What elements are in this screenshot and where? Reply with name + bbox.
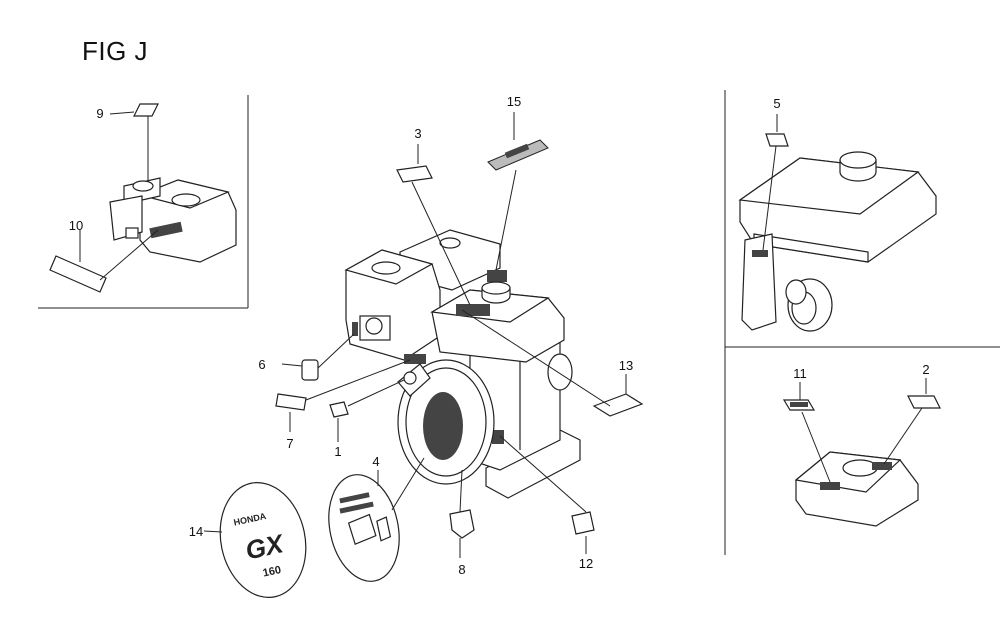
callout-11: 11 (793, 366, 807, 381)
callout-14: 14 (189, 524, 203, 539)
callout-3: 3 (414, 126, 421, 141)
emblem-4 (328, 474, 400, 582)
decal-9 (133, 103, 159, 117)
decal-5 (765, 133, 789, 147)
callout-labels: 9 10 15 3 5 6 13 11 2 7 1 4 14 8 12 (69, 94, 930, 577)
decal-12 (571, 511, 595, 535)
callout-6: 6 (258, 357, 265, 372)
inset-fuel-tank-right (738, 151, 937, 332)
callout-5: 5 (773, 96, 780, 111)
callout-2: 2 (922, 362, 929, 377)
callout-10: 10 (69, 218, 83, 233)
decal-2 (907, 395, 941, 409)
decal-1 (329, 401, 349, 418)
decal-7 (275, 393, 307, 411)
inset-fuel-tank (109, 177, 237, 263)
figure-title: FIG J (82, 36, 149, 66)
inset-tank-top (794, 451, 919, 527)
callout-15: 15 (507, 94, 521, 109)
decal-8 (449, 509, 475, 539)
engine-assembly (344, 229, 581, 499)
decal-6 (301, 359, 319, 381)
decal-13 (592, 393, 644, 417)
decal-15 (487, 139, 549, 171)
leader-lines-right-bottom (799, 378, 927, 483)
decal-3 (396, 165, 433, 183)
panel-frames (38, 90, 1000, 555)
callout-9: 9 (96, 106, 103, 121)
leader-lines-main (203, 112, 627, 558)
decal-11 (782, 399, 816, 411)
callout-4: 4 (372, 454, 379, 469)
decal-10 (49, 255, 107, 293)
callout-7: 7 (286, 436, 293, 451)
leader-lines-right-top (762, 114, 778, 251)
callout-1: 1 (334, 444, 341, 459)
callout-13: 13 (619, 358, 633, 373)
callout-12: 12 (579, 556, 593, 571)
callout-8: 8 (458, 562, 465, 577)
leader-lines-left (79, 111, 159, 281)
emblem-14-model-number: 160 (262, 564, 282, 580)
emblem-14: HONDA GX 160 (219, 481, 307, 599)
